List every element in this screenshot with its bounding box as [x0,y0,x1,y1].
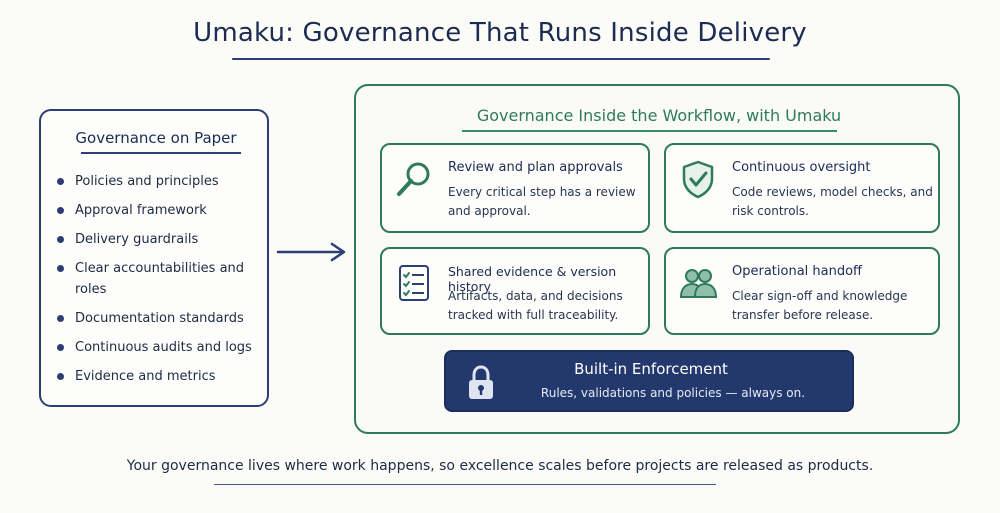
enforcement-title: Built-in Enforcement [574,360,728,378]
people-icon [679,269,718,298]
card-shared-evidence: Shared evidence & version history Artifa… [380,247,650,335]
footer-underline [214,484,716,485]
list-item: Policies and principles [57,171,262,192]
bullet-dot-icon [57,207,64,214]
paper-panel-title: Governance on Paper [75,129,237,147]
list-item: Continuous audits and logs [57,337,262,358]
built-in-enforcement-banner: Built-in Enforcement Rules, validations … [444,350,854,412]
list-item: Evidence and metrics [57,366,262,387]
bullet-dot-icon [57,344,64,351]
page-title: Umaku: Governance That Runs Inside Deliv… [193,18,807,48]
list-item: Documentation standards [57,308,262,329]
list-item-label: Approval framework [75,203,207,218]
workflow-panel-title: Governance Inside the Workflow, with Uma… [476,106,842,125]
right-arrow-icon [276,242,346,262]
checklist-icon [399,265,429,301]
list-item: Delivery guardrails [57,229,262,250]
card-description: Code reviews, model checks, and risk con… [732,185,933,218]
card-description: Every critical step has a review and app… [448,185,636,218]
paper-title-underline [81,152,241,154]
bullet-dot-icon [57,373,64,380]
workflow-governance-panel: Governance Inside the Workflow, with Uma… [354,84,960,434]
paper-governance-panel: Governance on Paper Policies and princip… [39,109,269,407]
enforcement-description: Rules, validations and policies — always… [540,386,806,400]
card-title: Operational handoff [732,264,863,279]
list-item-label: Policies and principles [75,174,219,189]
bullet-dot-icon [57,236,64,243]
list-item-label: Evidence and metrics [75,369,216,384]
list-item-label: Delivery guardrails [75,232,199,247]
card-description: Clear sign-off and knowledge transfer be… [732,289,908,322]
list-item-label: Continuous audits and logs [75,340,252,355]
card-title: Continuous oversight [732,160,871,175]
card-review-approvals: Review and plan approvals Every critical… [380,143,650,233]
lock-icon [469,365,493,399]
card-continuous-oversight: Continuous oversight Code reviews, model… [664,143,940,233]
title-underline [232,58,770,60]
card-operational-handoff: Operational handoff Clear sign-off and k… [664,247,940,335]
shield-check-icon [682,160,714,199]
bullet-dot-icon [57,265,64,272]
magnifier-icon [397,162,430,196]
card-title: Review and plan approvals [448,160,623,175]
workflow-title-underline [462,130,837,132]
bullet-dot-icon [57,178,64,185]
paper-list: Policies and principles Approval framewo… [57,171,262,395]
card-description: Artifacts, data, and decisions tracked w… [448,289,623,322]
card-title: Shared evidence & version history [448,264,617,294]
list-item-label: Documentation standards [75,311,244,326]
list-item: Clear accountabilities and roles [57,258,262,300]
footer-caption: Your governance lives where work happens… [126,458,874,474]
list-item-label: Clear accountabilities and roles [75,261,245,297]
list-item: Approval framework [57,200,262,221]
bullet-dot-icon [57,315,64,322]
